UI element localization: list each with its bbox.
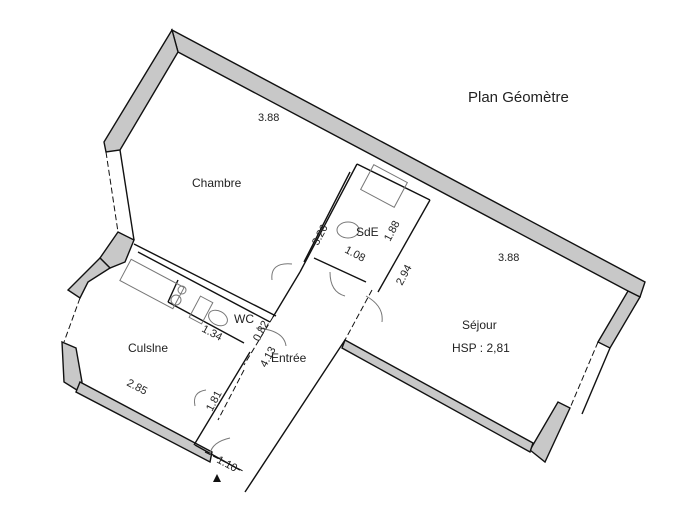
sejour-hsp: HSP : 2,81 [452,341,510,355]
kitchen-counter [119,258,185,310]
window-sejour-frame [581,347,611,415]
sejour-right-lower-wall [529,401,571,464]
sejour-bottom-wall [341,338,534,454]
room-label-sejour: Séjour [462,318,497,332]
window-chambre-frame [119,149,135,241]
window-chambre [105,151,119,233]
kitchen-left-wall [66,257,112,300]
sejour-right-wall [597,290,641,349]
toilet-icon [208,309,228,327]
dim-entree-b: 1.10 [215,454,240,475]
entrance-arrow-icon [213,474,221,482]
dim-cuisine-b: 1.81 [204,389,225,414]
door-sejour [365,295,383,323]
dim-sde-a: 1.08 [343,244,368,265]
room-label-wc: WC [234,312,254,326]
hob-icon [170,294,182,306]
room-label-sde: SdE [356,225,379,239]
outer-walls [61,28,646,464]
wc-sink [188,295,214,325]
dim-sde-b: 1.88 [382,219,403,244]
kitchen-bottom-wall [75,381,213,464]
hob-icon [177,285,187,295]
dim-cuisine-a: 2.85 [125,377,150,398]
window-cuisine [63,297,81,343]
room-label-entree: Entrée [271,351,307,365]
partitions [133,163,431,493]
room-label-chambre: Chambre [192,176,242,190]
door-wc [255,327,287,347]
top-wall [170,28,646,298]
plan-title: Plan Géomètre [468,89,569,106]
dim-chambre-top: 3.88 [258,112,279,124]
dim-wc-b: 0.82 [251,319,272,344]
shower-tray [359,164,409,208]
sink-sde-icon [336,221,360,239]
door-chambre [271,263,293,281]
door-sde [329,271,346,297]
door-cuisine [194,389,207,407]
dim-sejour-top: 3.88 [498,252,519,264]
dim-sejour-side: 2.94 [394,263,415,288]
chambre-left-wall [103,28,179,153]
window-sejour [569,341,599,409]
dim-chambre-side: 3.26 [310,223,331,248]
door-entree [209,437,231,455]
fixtures [119,164,409,482]
room-label-cuisine: Culslne [128,341,168,355]
window-pillar-left [99,231,135,269]
